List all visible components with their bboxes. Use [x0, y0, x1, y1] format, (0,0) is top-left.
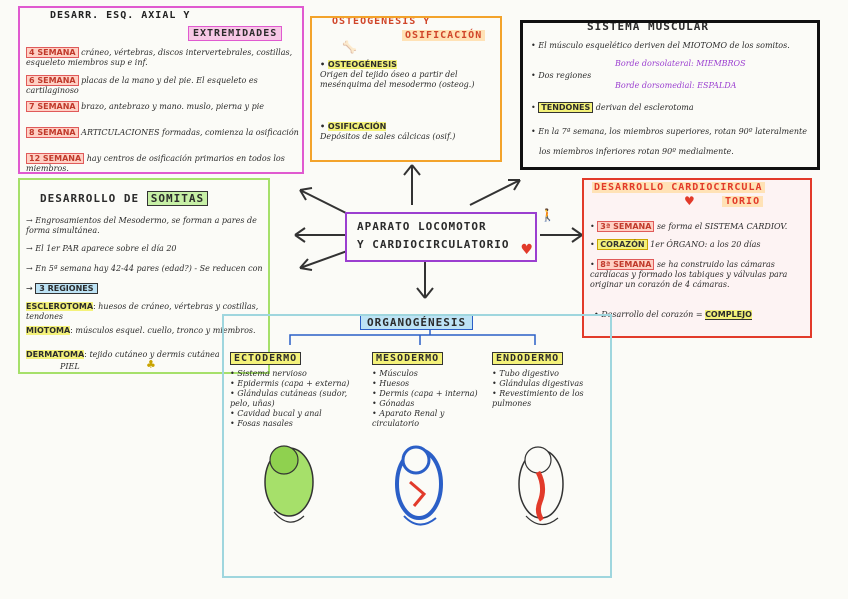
- somitas-line: → Engrosamientos del Mesodermo, se forma…: [26, 216, 262, 236]
- osteogenesis-panel: OSTEOGÉNESIS Y OSIFICACIÓN 🦴 • OSTEOGÉNE…: [310, 16, 502, 162]
- mesodermo-title: MESODERMO: [372, 352, 443, 365]
- meso-item: Huesos: [372, 379, 482, 389]
- mesoderm-embryo-illustration: [384, 442, 454, 534]
- week-tag: 7 SEMANA: [26, 101, 79, 112]
- extremidades-panel: DESARR. ESQ. AXIAL Y EXTREMIDADES 4 SEMA…: [18, 6, 304, 174]
- meso-item: Dermis (capa + interna): [372, 389, 482, 399]
- osificacion-block: • OSIFICACIÓN Depósitos de sales cálcica…: [320, 122, 498, 142]
- cardio-line: • CORAZÓN 1er ÓRGANO: a los 20 días: [590, 240, 808, 250]
- cardio-line: • 3ª SEMANA se forma el SISTEMA CARDIOV.: [590, 222, 808, 232]
- week-tag: 6 SEMANA: [26, 75, 79, 86]
- osteogenesis-heading: • OSTEOGÉNESIS: [320, 60, 498, 70]
- bone-icon: 🦴: [342, 40, 357, 54]
- muscular-line: En la 7ª semana, los miembros superiores…: [531, 127, 813, 137]
- ecto-item: Cavidad bucal y anal: [230, 409, 350, 419]
- ectodermo-column: ECTODERMO Sistema nervioso Epidermis (ca…: [230, 346, 350, 429]
- ectodermo-title: ECTODERMO: [230, 352, 301, 365]
- meso-item: Gónadas: [372, 399, 482, 409]
- week-tag: 12 SEMANA: [26, 153, 84, 164]
- osificacion-text: Depósitos de sales cálcicas (osif.): [320, 132, 498, 142]
- extremidades-title: DESARR. ESQ. AXIAL Y: [50, 10, 190, 21]
- extremidades-subtitle: EXTREMIDADES: [188, 26, 282, 41]
- heart-icon: ♥: [520, 242, 533, 258]
- endo-item: Tubo digestivo: [492, 369, 608, 379]
- ecto-item: Fosas nasales: [230, 419, 350, 429]
- center-line-1: APARATO LOCOMOTOR: [357, 220, 487, 233]
- endo-item: Revestimiento de los pulmones: [492, 389, 608, 409]
- ecto-item: Sistema nervioso: [230, 369, 350, 379]
- osificacion-heading: • OSIFICACIÓN: [320, 122, 498, 132]
- somitas-regions: → 3 REGIONES: [26, 284, 98, 294]
- muscular-line: Dos regiones: [531, 71, 611, 81]
- center-node: APARATO LOCOMOTOR Y CARDIOCIRCULATORIO ♥: [345, 212, 537, 262]
- person-icon: 🚶: [540, 208, 555, 222]
- ectoderm-embryo-illustration: [254, 442, 324, 532]
- somitas-line: → El 1er PAR aparece sobre el día 20: [26, 244, 262, 254]
- meso-item: Aparato Renal y circulatorio: [372, 409, 482, 429]
- organogenesis-title: ORGANOGÉNESIS: [360, 315, 473, 330]
- leaf-icon: ♣: [146, 358, 156, 371]
- muscular-branch: Borde dorsolateral: MIEMBROS: [615, 59, 746, 69]
- week-tag: 8 SEMANA: [26, 127, 79, 138]
- muscular-title: SISTEMA MUSCULAR: [583, 20, 713, 33]
- muscular-line: • TENDONES derivan del esclerotoma: [531, 103, 813, 113]
- cardio-title: DESARROLLO CARDIOCIRCULA: [592, 182, 765, 193]
- endodermo-column: ENDODERMO Tubo digestivo Glándulas diges…: [492, 346, 608, 409]
- muscular-line: los miembros inferiores rotan 90º medial…: [539, 147, 813, 157]
- extremidades-row: 8 SEMANA ARTICULACIONES formadas, comien…: [26, 128, 301, 138]
- extremidades-row: 6 SEMANA placas de la mano y del pie. El…: [26, 76, 301, 96]
- endoderm-embryo-illustration: [506, 442, 576, 534]
- cardio-line: • Desarrollo del corazón = COMPLEJO: [594, 310, 808, 320]
- endo-item: Glándulas digestivas: [492, 379, 608, 389]
- extremidades-row: 7 SEMANA brazo, antebrazo y mano. muslo,…: [26, 102, 301, 112]
- row-text: brazo, antebrazo y mano. muslo, pierna y…: [81, 102, 264, 111]
- meso-item: Músculos: [372, 369, 482, 379]
- cardio-panel: DESARROLLO CARDIOCIRCULA TORIO ♥ • 3ª SE…: [582, 178, 812, 338]
- muscular-panel: SISTEMA MUSCULAR El músculo esquelético …: [520, 20, 820, 170]
- organogenesis-panel: ORGANOGÉNESIS ECTODERMO Sistema nervioso…: [222, 314, 612, 578]
- muscular-line: El músculo esquelético deriven del MIOTO…: [531, 41, 813, 51]
- ecto-item: Glándulas cutáneas (sudor, pelo, uñas): [230, 389, 350, 409]
- somitas-piel: PIEL: [60, 362, 80, 372]
- extremidades-row: 4 SEMANA cráneo, vértebras, discos inter…: [26, 48, 301, 68]
- center-line-2: Y CARDIOCIRCULATORIO: [357, 238, 509, 251]
- week-tag: 4 SEMANA: [26, 47, 79, 58]
- endodermo-title: ENDODERMO: [492, 352, 563, 365]
- osteogenesis-title: OSTEOGÉNESIS Y: [332, 16, 430, 27]
- somitas-title: DESARROLLO DE SOMITAS: [40, 192, 208, 205]
- cardio-subtitle: TORIO: [722, 196, 763, 207]
- osteogenesis-block: • OSTEOGÉNESIS Origen del tejido óseo a …: [320, 60, 498, 90]
- muscular-branch: Borde dorsomedial: ESPALDA: [615, 81, 736, 91]
- extremidades-row: 12 SEMANA hay centros de osificación pri…: [26, 154, 301, 174]
- cardio-line: • 8ª SEMANA se ha construido las cámaras…: [590, 260, 808, 290]
- row-text: ARTICULACIONES formadas, comienza la osi…: [81, 128, 299, 137]
- mesodermo-column: MESODERMO Músculos Huesos Dermis (capa +…: [372, 346, 482, 429]
- somitas-line: → En 5ª semana hay 42-44 pares (edad?) -…: [26, 264, 266, 274]
- osteogenesis-subtitle: OSIFICACIÓN: [402, 30, 485, 41]
- ecto-item: Epidermis (capa + externa): [230, 379, 350, 389]
- heart-icon: ♥: [684, 194, 695, 208]
- osteogenesis-text: Origen del tejido óseo a partir del mesé…: [320, 70, 498, 90]
